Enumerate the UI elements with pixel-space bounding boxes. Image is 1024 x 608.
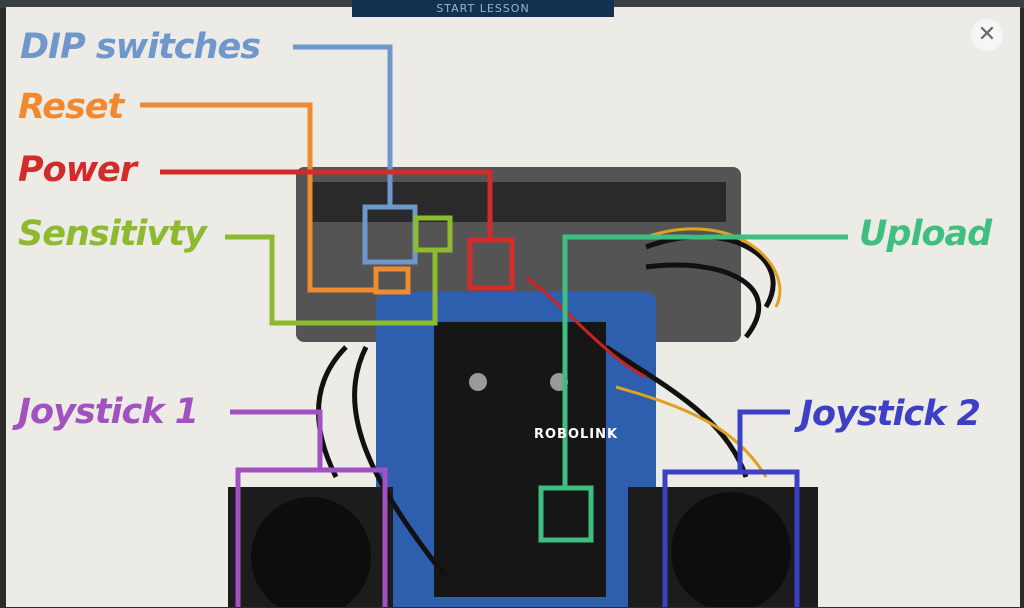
robolink-board-text: ROBOLINK — [534, 427, 619, 442]
annotation-lines — [140, 44, 848, 607]
screw — [469, 373, 487, 391]
joystick-1-knob — [251, 497, 371, 607]
label-dip-switches: DIP switches — [20, 27, 261, 67]
yellow-wires — [615, 227, 782, 478]
arduino-board — [434, 322, 606, 597]
label-sensitivity: Sensitivty — [18, 214, 207, 254]
label-joystick-1: Joystick 1 — [18, 392, 199, 432]
red-wire — [525, 275, 647, 379]
label-upload: Upload — [859, 214, 992, 254]
joystick-2-knob — [671, 492, 791, 607]
start-lesson-button[interactable]: START LESSON — [352, 0, 614, 17]
annotated-robot-photo — [140, 44, 848, 607]
image-lightbox: ROBOLINK DIP switches Reset Power Sensit… — [6, 7, 1020, 607]
board-header — [311, 182, 726, 222]
label-power: Power — [18, 150, 137, 190]
close-icon[interactable]: ✕ — [971, 19, 1003, 51]
label-joystick-2: Joystick 2 — [800, 394, 981, 434]
label-reset: Reset — [18, 87, 124, 127]
